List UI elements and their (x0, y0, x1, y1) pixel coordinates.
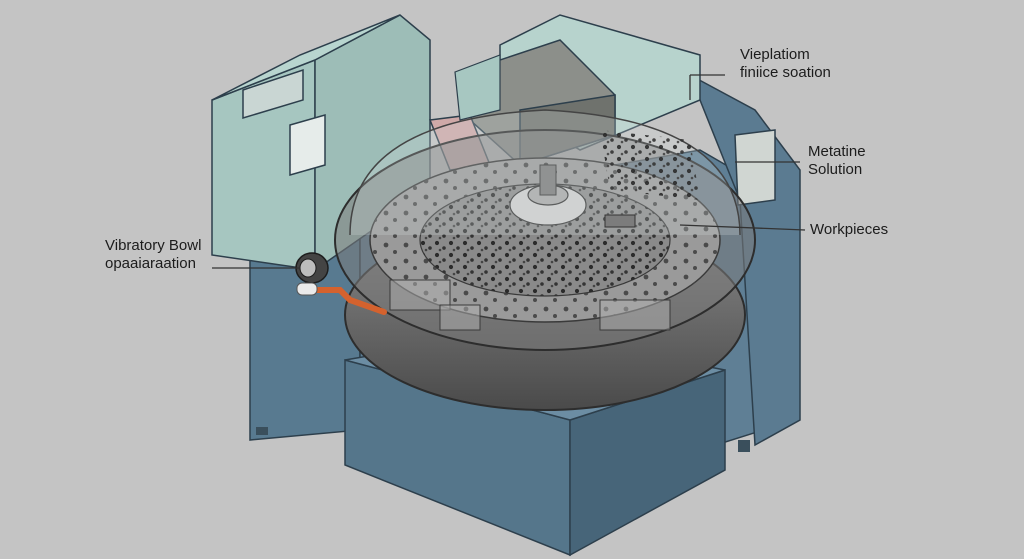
label-workpieces: Workpieces (810, 221, 888, 239)
label-vibratory-bowl: Vibratory Bowl opaaiaraation (105, 237, 201, 273)
label-vibration-station-line1: Vieplatiom (740, 46, 810, 63)
label-media-solution-line1: Metatine (808, 143, 866, 160)
label-vibratory-bowl-line1: Vibratory Bowl (105, 237, 202, 254)
label-vibratory-bowl-line2: opaaiaraation (105, 255, 196, 272)
label-vibration-station-line2: finiice soation (740, 64, 831, 81)
label-workpieces-line1: Workpieces (810, 221, 889, 238)
label-media-solution: Metatine Solution (808, 143, 866, 179)
label-vibration-station: Vieplatiom finiice soation (740, 46, 831, 82)
vibratory-bowl (334, 109, 756, 411)
label-media-solution-line2: Solution (808, 161, 863, 178)
motor-hub (295, 252, 387, 315)
leader-lines (212, 74, 806, 269)
